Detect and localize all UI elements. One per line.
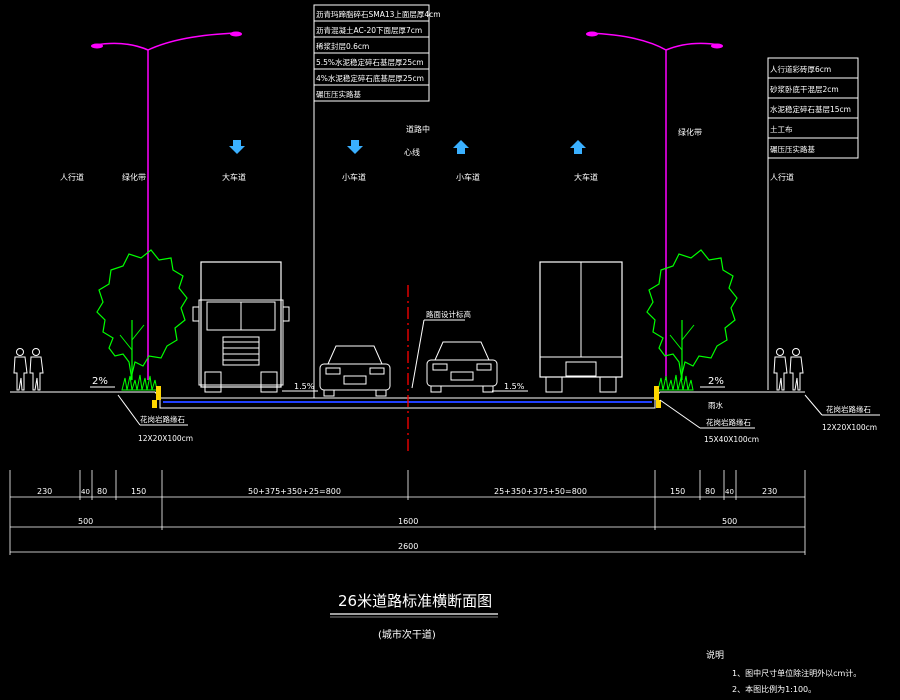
left-car-icon xyxy=(319,345,391,397)
left-grass-icon xyxy=(121,374,158,391)
left-street-lamp-icon xyxy=(91,31,242,380)
label-lane-small-left: 小车道 xyxy=(342,172,366,182)
left-truck-icon xyxy=(192,261,290,393)
note-2: 2、本图比例为1:100。 xyxy=(732,684,816,694)
dim-9: 40 xyxy=(725,488,734,496)
sidewalk-layer-4: 土工布 xyxy=(770,124,793,134)
label-right-sidewalk: 人行道 xyxy=(770,172,794,182)
dim-row2-3: 500 xyxy=(722,517,737,526)
dim-row2-2: 1600 xyxy=(398,517,418,526)
right-curb-size: 15X40X100cm xyxy=(704,435,759,444)
pavement-layer-1: 沥青玛蹄脂碎石SMA13上面层厚4cm xyxy=(316,9,441,19)
drawing-title: 26米道路标准横断面图 xyxy=(338,592,492,610)
slope-left-walk: 2% xyxy=(92,376,108,387)
dim-4: 150 xyxy=(131,487,146,496)
label-lane-small-right: 小车道 xyxy=(456,172,480,182)
left-pedestrian-icon xyxy=(29,348,44,391)
slope-left-road: 1.5% xyxy=(294,382,315,391)
label-left-green: 绿化带 xyxy=(122,172,146,182)
label-right-green: 绿化带 xyxy=(678,127,702,137)
right-curb-label: 花岗岩路缘石 xyxy=(706,417,751,427)
dim-3: 80 xyxy=(97,487,107,496)
dim-10: 230 xyxy=(762,487,777,496)
notes-heading: 说明 xyxy=(706,649,724,661)
right-pedestrian-icon xyxy=(789,348,804,391)
label-lane-big-right: 大车道 xyxy=(574,172,598,182)
right-street-lamp-icon xyxy=(586,31,723,380)
dim-1: 230 xyxy=(37,487,52,496)
pavement-layer-3: 稀浆封层0.6cm xyxy=(316,41,369,51)
pavement-layer-2: 沥青混凝土AC-20下面层厚7cm xyxy=(316,25,422,35)
sidewalk-layer-2: 砂浆卧底干混层2cm xyxy=(770,84,839,94)
pavement-layer-5: 4%水泥稳定碎石底基层厚25cm xyxy=(316,73,424,83)
direction-arrows xyxy=(229,140,586,154)
design-elevation-label: 路面设计标高 xyxy=(426,309,471,319)
right-curb-2-label: 花岗岩路缘石 xyxy=(826,404,871,414)
label-center-line-2: 心线 xyxy=(404,147,420,157)
sidewalk-layer-table: 人行道彩砖厚6cm 砂浆卧底干混层2cm 水泥稳定碎石基层15cm 土工布 碾压… xyxy=(767,57,859,390)
drawing-subtitle: (城市次干道) xyxy=(378,628,436,641)
pavement-layer-6: 碾压压实路基 xyxy=(316,89,361,99)
arrow-up-icon xyxy=(570,140,586,154)
right-gutter-label: 雨水 xyxy=(708,400,723,410)
dimension-values: 230 40 80 150 50+375+350+25=800 25+350+3… xyxy=(37,487,777,551)
dimension-lines xyxy=(9,470,806,555)
left-curb-label: 花岗岩路缘石 xyxy=(140,414,185,424)
dim-7: 150 xyxy=(670,487,685,496)
dim-5: 50+375+350+25=800 xyxy=(248,487,341,496)
arrow-down-icon xyxy=(347,140,363,154)
dim-row2-1: 500 xyxy=(78,517,93,526)
right-truck-icon xyxy=(539,261,623,393)
label-left-sidewalk: 人行道 xyxy=(60,172,84,182)
pavement-layer-table: 沥青玛蹄脂碎石SMA13上面层厚4cm 沥青混凝土AC-20下面层厚7cm 稀浆… xyxy=(313,4,441,398)
left-curb-size: 12X20X100cm xyxy=(138,434,193,443)
arrow-down-icon xyxy=(229,140,245,154)
sidewalk-layer-1: 人行道彩砖厚6cm xyxy=(770,64,831,74)
label-center-line-1: 道路中 xyxy=(406,124,430,134)
right-curb-icon xyxy=(654,386,659,400)
right-grass-icon xyxy=(657,374,694,391)
dim-row3-1: 2600 xyxy=(398,542,418,551)
label-lane-big-left: 大车道 xyxy=(222,172,246,182)
dim-2: 40 xyxy=(81,488,90,496)
note-1: 1、图中尺寸单位除注明外以cm计。 xyxy=(732,668,861,678)
sidewalk-layer-5: 碾压压实路基 xyxy=(770,144,815,154)
dim-6: 25+350+375+50=800 xyxy=(494,487,587,496)
left-tree-icon xyxy=(96,249,188,381)
arrow-up-icon xyxy=(453,140,469,154)
slope-right-road: 1.5% xyxy=(504,382,525,391)
dim-8: 80 xyxy=(705,487,715,496)
road-profile xyxy=(10,285,805,455)
sidewalk-layer-3: 水泥稳定碎石基层15cm xyxy=(770,104,851,114)
left-pedestrian-icon xyxy=(13,348,28,391)
right-car-icon xyxy=(426,341,498,393)
left-curb-icon xyxy=(156,386,161,400)
pavement-layer-4: 5.5%水泥稳定碎石基层厚25cm xyxy=(316,57,424,67)
slope-right-walk: 2% xyxy=(708,376,724,387)
right-curb-2-size: 12X20X100cm xyxy=(822,423,877,432)
right-pedestrian-icon xyxy=(773,348,788,391)
right-tree-icon xyxy=(646,249,738,381)
